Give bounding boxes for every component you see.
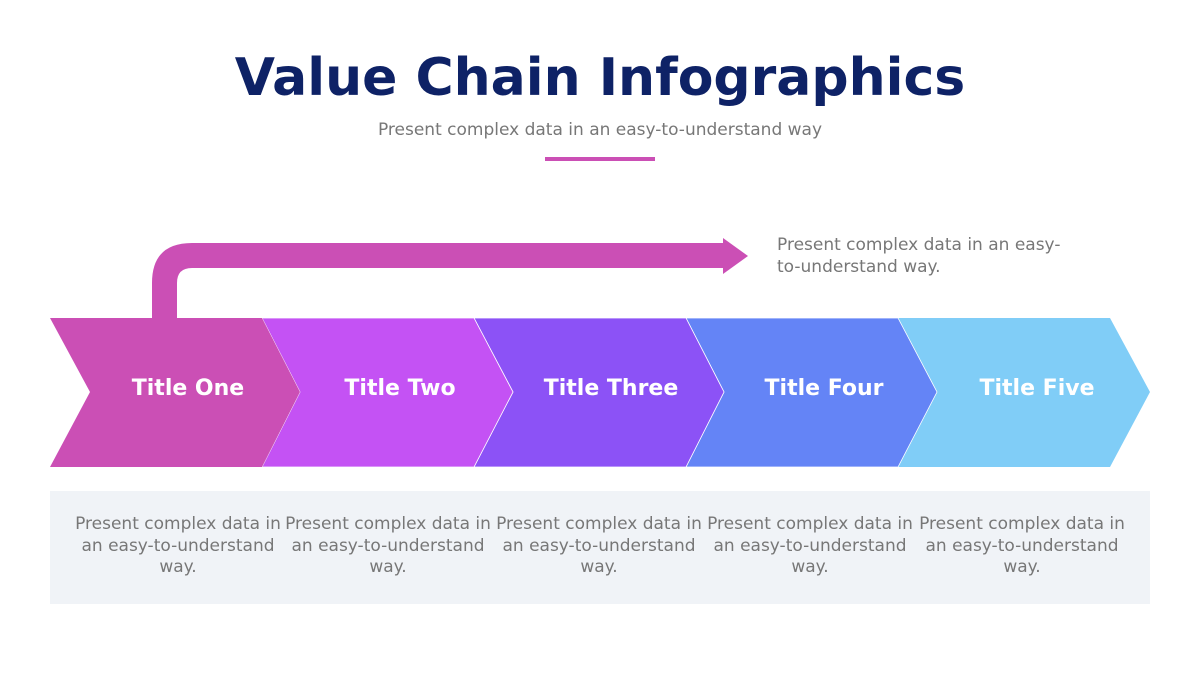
- page-title: Value Chain Infographics: [234, 48, 966, 108]
- feedback-note: Present complex data in an easy-to-under…: [777, 235, 1061, 277]
- feedback-arrow-icon: [152, 238, 748, 320]
- step-3-description: Present complex data in an easy-to-under…: [496, 514, 702, 577]
- step-3-title: Title Three: [543, 376, 679, 401]
- step-5-description: Present complex data in an easy-to-under…: [919, 514, 1125, 577]
- step-1-description: Present complex data in an easy-to-under…: [75, 514, 281, 577]
- chevron-step-1: [50, 318, 300, 467]
- description-panel: [50, 491, 1150, 604]
- step-5-title: Title Five: [979, 376, 1095, 401]
- step-2-title: Title Two: [344, 376, 456, 401]
- step-4-title: Title Four: [764, 376, 884, 401]
- step-4-description: Present complex data in an easy-to-under…: [707, 514, 913, 577]
- step-1-title: Title One: [131, 376, 245, 401]
- page-subtitle: Present complex data in an easy-to-under…: [377, 120, 823, 140]
- step-2-description: Present complex data in an easy-to-under…: [285, 514, 491, 577]
- title-underline-divider: [545, 157, 655, 161]
- chevron-step-5: [898, 318, 1150, 467]
